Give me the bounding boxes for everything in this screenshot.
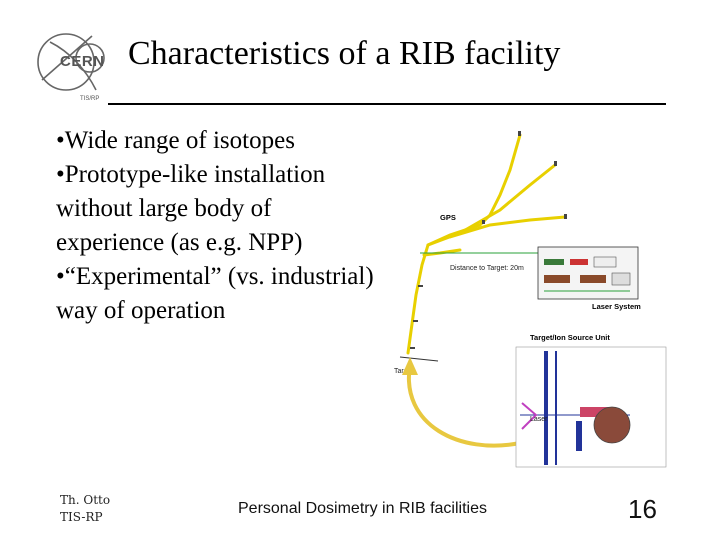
- bullet-item: •“Experimental” (vs. industrial) way of …: [56, 263, 374, 324]
- facility-diagram: GPS Distance to Target: 20m Laser System…: [394, 131, 667, 468]
- beam-markers: [410, 131, 567, 349]
- author-department: TIS-RP: [60, 510, 103, 524]
- title-underline: [108, 103, 666, 105]
- page-number: 16: [628, 494, 657, 524]
- cern-logo-subtext: TIS/RP: [80, 96, 99, 102]
- bullet-item: •Prototype-like installation without lar…: [56, 161, 326, 256]
- gps-label: GPS: [440, 213, 456, 222]
- author-name: Th. Otto: [60, 493, 111, 507]
- laser-system-box: [537, 246, 639, 300]
- beam-lines: [406, 133, 567, 355]
- footer-presentation-title: Personal Dosimetry in RIB facilities: [238, 500, 487, 517]
- laser-system-label: Laser System: [592, 302, 641, 311]
- cern-logo: CERN TIS/RP: [37, 33, 105, 102]
- target-ion-source-unit-label: Target/Ion Source Unit: [530, 333, 610, 342]
- bullet-item: •Wide range of isotopes: [56, 127, 295, 154]
- footer-author: Th. Otto TIS-RP: [60, 492, 110, 526]
- laser-label: Laser: [530, 416, 548, 423]
- bullet-list: •Wide range of isotopes •Prototype-like …: [56, 124, 376, 328]
- curved-arrow: [406, 364, 521, 448]
- ion-source-detail: Laser: [515, 346, 667, 468]
- distance-label: Distance to Target: 20m: [450, 265, 524, 272]
- slide-title: Characteristics of a RIB facility: [128, 35, 561, 72]
- cern-logo-text: CERN: [60, 53, 105, 70]
